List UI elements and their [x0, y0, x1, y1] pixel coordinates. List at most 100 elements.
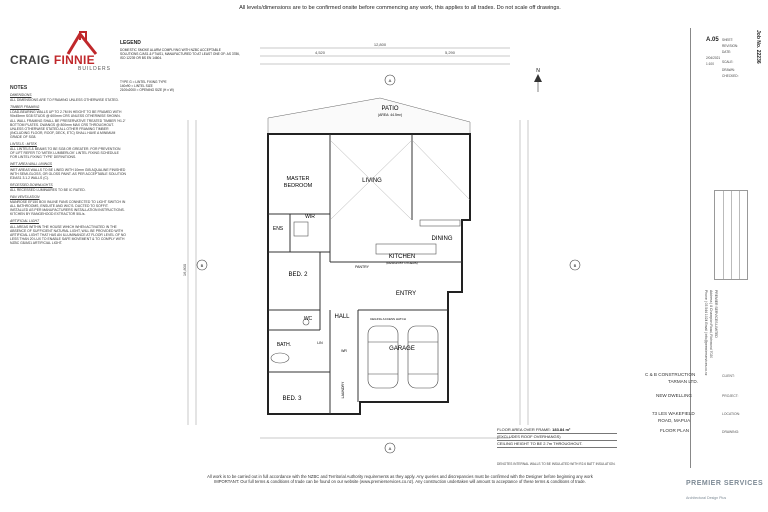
revision-table: [714, 190, 748, 280]
room-lin: LIN: [317, 341, 323, 345]
room-bath: BATH.: [277, 342, 291, 348]
craig-finnie-logo: [66, 31, 98, 55]
dimension-lines: [187, 47, 529, 439]
kitchen-counter: [419, 219, 461, 227]
garage-cars: [367, 325, 439, 389]
dim-top-a: 4,520: [315, 50, 326, 55]
dim-overall-top: 12,800: [374, 42, 387, 47]
floor-area-label: FLOOR AREA OVER FRAME:: [497, 427, 552, 432]
footer-notes: All work is to be carried out in full ac…: [120, 474, 680, 485]
room-patio-area: (AREA: 44.5m²): [378, 113, 402, 117]
room-laundry: LAUNDRY: [341, 381, 345, 398]
room-hall: HALL: [334, 314, 350, 320]
footer-line1: All work is to be carried out in full ac…: [207, 474, 593, 479]
drawing-title: FLOOR PLAN: [660, 428, 690, 433]
project-name: NEW DWELLING: [656, 393, 692, 398]
footer-line2: IMPORTANT: Our full terms & conditions o…: [214, 479, 586, 485]
note-text: ALL AREAS WITHIN THE HOUSE WHICH WHEN AC…: [10, 224, 126, 245]
shower-icon: [293, 221, 309, 237]
patio-outline: [267, 97, 471, 135]
legend-type-row: TYPE G = LINTEL FIXING TYPE: [120, 80, 167, 84]
job-number: Job No. 22236: [755, 30, 761, 64]
room-living: LIVING: [362, 178, 382, 184]
sheet-number: A.05: [706, 37, 719, 43]
section-mark: A: [389, 446, 392, 451]
ceiling-height-note: CEILING HEIGHT TO BE 2.7m THROUGHOUT.: [497, 441, 617, 448]
scale-value: 1:100: [706, 62, 714, 66]
room-wir: WIR: [305, 214, 315, 220]
excludes-note: (EXCLUDES ROOF OVERHANGS): [497, 434, 617, 441]
room-dining: DINING: [432, 236, 453, 242]
note-text: WET AREAS WALLS TO BE LINED WITH 10mm GI…: [10, 167, 126, 180]
location-line2: ROAD, MAPUA: [658, 418, 691, 423]
premier-logo: PREMIER SERVICES: [686, 480, 764, 487]
notes-panel: NOTES DIMENSIONS ALL DIMENSIONS ARE TO F…: [10, 85, 126, 245]
scale-label: SCALE:: [722, 60, 734, 64]
legend-types: TYPE G = LINTEL FIXING TYPE 140x90 = LIN…: [120, 80, 174, 92]
note-heading: RECESSED DOWNLIGHTS: [10, 182, 53, 187]
client-label: CLIENT:: [722, 374, 735, 378]
floor-area-row: FLOOR AREA OVER FRAME: 183.84 m²: [497, 427, 617, 434]
room-wr: WR: [341, 349, 347, 353]
room-master: MASTER: [287, 176, 310, 182]
section-markers: [196, 74, 581, 454]
note-heading: TIMBER FRAMING: [10, 105, 40, 110]
legend-type-row: 140x90 = LINTEL SIZE: [120, 84, 153, 88]
checked-label: CHECKED:: [722, 74, 739, 78]
north-label: N: [536, 68, 540, 74]
company-phone: Phone | 03 544 1024 Email | info@premier…: [704, 290, 708, 376]
note-heading: LINTELS : MITEK: [10, 142, 37, 147]
dim-top-b: 5,290: [445, 50, 456, 55]
location-label: LOCATION:: [722, 412, 741, 416]
note-text: ALL DIMENSIONS ARE TO FRAMING UNLESS OTH…: [10, 98, 119, 103]
dim-overall-left: 16,800: [182, 263, 187, 276]
room-ens: ENS: [273, 226, 284, 232]
date-label: DATE:: [722, 50, 732, 54]
brand-tagline: BUILDERS: [78, 66, 112, 72]
client-sub: TARMAN LTD.: [668, 379, 698, 384]
room-pantry: PANTRY: [355, 265, 370, 269]
legend-type-row: 2100x2000 = OPENING SIZE (H x W): [120, 88, 174, 92]
company-address: Address | 8 Champion Road, Richmond 7020: [709, 290, 713, 359]
revision-label: REVISION:: [722, 44, 739, 48]
brand-name: CRAIG FINNIE: [10, 53, 95, 67]
room-bed2: BED. 2: [288, 272, 308, 278]
room-bedroom: BEDROOM: [284, 183, 313, 189]
north-arrow-icon: [534, 74, 542, 92]
room-kitchen: KITCHEN: [389, 254, 415, 260]
note-text: ALL LINTELS & BEAMS TO BE SG8 OR GREATER…: [10, 147, 121, 160]
ceiling-access-note: CEILING ACCESS HATCH: [370, 317, 406, 321]
room-garage: GARAGE: [389, 346, 415, 352]
toilet-icon: [302, 318, 310, 326]
insulation-note: DENOTES INTERNAL WALLS TO BE INSULATED W…: [497, 462, 616, 466]
room-wc: WC: [304, 316, 313, 322]
section-mark: A: [389, 78, 392, 83]
project-label: PROJECT:: [722, 394, 739, 398]
note-heading: FAN VENTILATION: [10, 194, 40, 199]
title-block: [690, 28, 762, 468]
brand-name-part2: FINNIE: [53, 53, 95, 67]
room-bed3: BED. 3: [282, 396, 302, 402]
header-warning: All levels/dimensions are to be confirme…: [239, 5, 561, 11]
bathtub-icon: [270, 352, 290, 364]
note-heading: DIMENSIONS: [10, 93, 32, 98]
section-mark: B: [574, 263, 577, 268]
internal-walls: [268, 134, 462, 414]
note-text: MANROSE EF150 BOX INLINE FANS CONNECTED …: [10, 200, 126, 217]
company-name: PREMIER SERVICES LIMITED: [714, 290, 718, 338]
client-name: C & B CONSTRUCTION: [645, 372, 696, 377]
note-text: ALL RECESSED LUMINAIRES TO BE IC RATED.: [10, 187, 86, 192]
room-entry: ENTRY: [396, 291, 416, 297]
area-info: FLOOR AREA OVER FRAME: 183.84 m² (EXCLUD…: [497, 427, 617, 448]
legend-title: LEGEND: [120, 40, 141, 46]
drawn-label: DRAWN:: [722, 68, 735, 72]
premier-tagline: Architectural Design Plus: [686, 496, 727, 500]
ceiling-lines: [329, 139, 471, 221]
sheet-label: SHEET:: [722, 38, 734, 42]
drawing-label: DRAWING:: [722, 430, 740, 434]
date-value: 2/04/2021: [706, 56, 721, 60]
room-patio: PATIO: [381, 106, 398, 112]
note-text: LOAD-BEARING WALLS UP TO 2.7M IN HEIGHT …: [10, 110, 126, 139]
notes-title: NOTES: [10, 85, 28, 91]
